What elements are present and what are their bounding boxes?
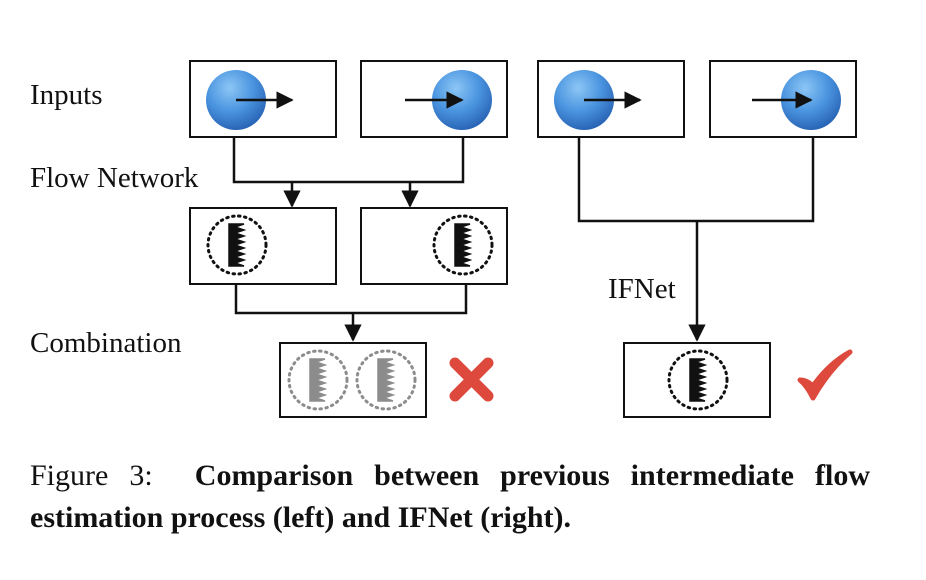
- diagram: Inputs Flow Network Combination IFNet: [30, 60, 857, 418]
- label-ifnet: IFNet: [608, 273, 676, 305]
- connector-flow-to-combination: [234, 284, 468, 342]
- cross-mark-icon: [449, 357, 494, 402]
- connector-inputs-to-ifnet: [577, 137, 815, 342]
- connector-inputs-to-flow: [232, 137, 465, 208]
- input-box-4: [709, 60, 857, 138]
- input-box-1: [189, 60, 337, 138]
- flow-box-2: [360, 207, 508, 285]
- check-mark-icon: [797, 349, 853, 401]
- input-box-3: [537, 60, 685, 138]
- label-combination: Combination: [30, 327, 182, 359]
- figure-caption: Figure 3: Comparison between previous in…: [30, 455, 870, 539]
- input-box-2: [360, 60, 508, 138]
- combination-box: [279, 342, 427, 418]
- caption-prefix: Figure 3:: [30, 459, 153, 492]
- flow-box-1: [189, 207, 337, 285]
- label-flow-network: Flow Network: [30, 162, 199, 194]
- label-inputs: Inputs: [30, 79, 103, 111]
- caption-body: Comparison between previous intermediate…: [30, 459, 870, 534]
- ifnet-box: [623, 342, 771, 418]
